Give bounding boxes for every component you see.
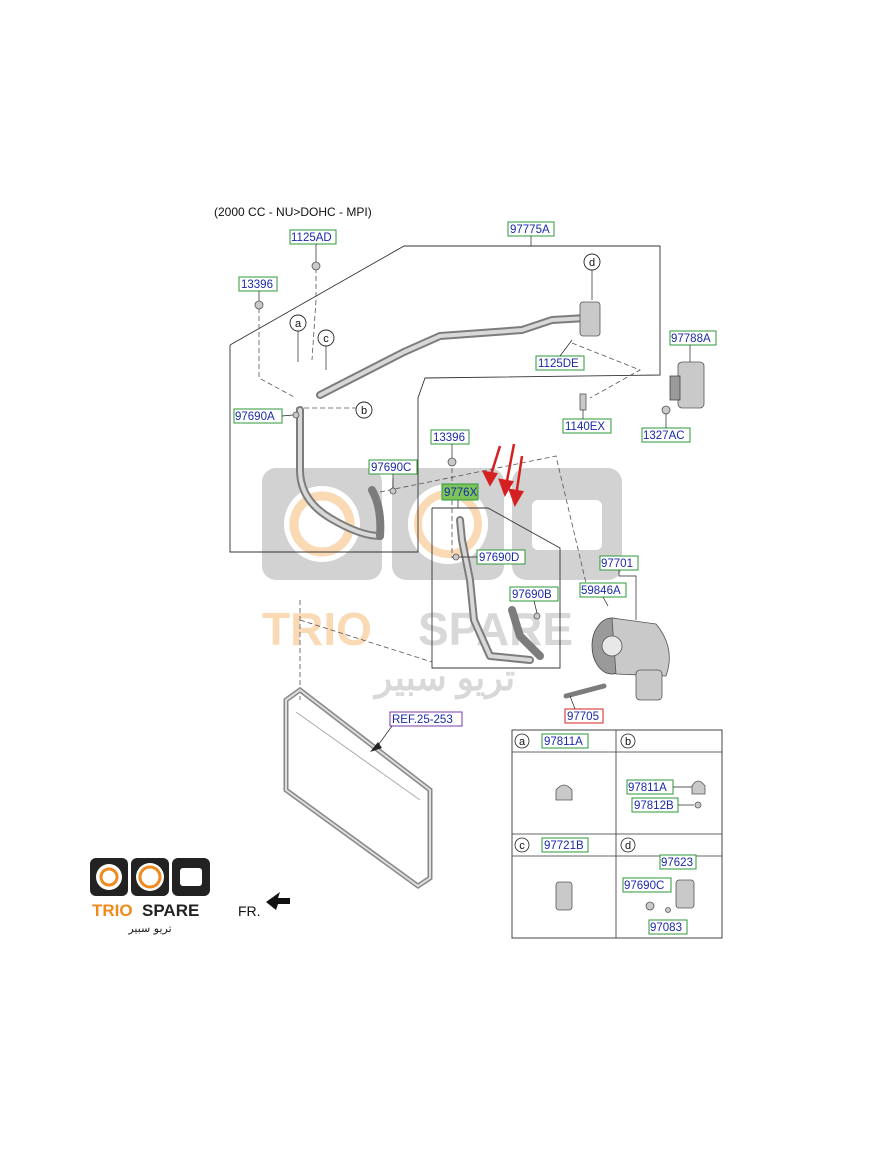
label-97690A[interactable]: 97690A xyxy=(233,408,294,424)
engine-spec-title: (2000 CC - NU>DOHC - MPI) xyxy=(214,205,372,219)
watermark-brand-2: SPARE xyxy=(418,603,573,655)
watermark-brand-1: TRIO xyxy=(262,603,372,655)
watermark-brand-arabic: تريو سبير xyxy=(372,657,515,700)
cap-97811A-icon xyxy=(555,784,573,801)
svg-text:97812B: 97812B xyxy=(634,800,674,812)
label-1125AD[interactable]: 1125AD xyxy=(289,229,337,262)
label-9776X[interactable]: 9776X xyxy=(441,483,479,508)
svg-text:97690B: 97690B xyxy=(512,589,552,601)
nut-13396-icon xyxy=(254,300,264,310)
oring-97083-icon xyxy=(665,907,671,913)
label-1140EX[interactable]: 1140EX xyxy=(562,410,612,434)
svg-text:a: a xyxy=(295,318,302,330)
detail-d: d 97623 97690C 97083 xyxy=(620,837,697,935)
oring-97690C-icon xyxy=(389,487,397,495)
svg-text:a: a xyxy=(519,736,526,748)
callout-a: a xyxy=(289,314,307,362)
bolt-1125AD-icon xyxy=(311,261,321,271)
highlight-arrows xyxy=(481,443,524,507)
svg-text:97701: 97701 xyxy=(601,558,633,570)
label-ref-25-253[interactable]: REF.25-253 xyxy=(370,711,463,752)
label-97690C[interactable]: 97690C xyxy=(368,459,418,488)
svg-text:97083: 97083 xyxy=(650,922,682,934)
label-1125DE[interactable]: 1125DE xyxy=(535,339,585,371)
svg-text:97811A: 97811A xyxy=(544,736,583,748)
svg-text:97690D: 97690D xyxy=(479,552,519,564)
hose-9776X xyxy=(456,516,544,664)
nut-13396-mid-icon xyxy=(447,457,457,467)
detail-table: a 97811A b 97811A 97812B c 97721B xyxy=(511,729,723,939)
receiver-dryer-97788A xyxy=(669,361,705,409)
detail-b: b 97811A 97812B xyxy=(620,733,706,813)
front-arrow-icon xyxy=(266,892,290,910)
svg-text:c: c xyxy=(519,840,525,852)
label-97705[interactable]: 97705 xyxy=(564,695,604,724)
compressor-97701 xyxy=(563,617,670,701)
front-indicator: FR. xyxy=(238,892,290,919)
svg-text:REF.25-253: REF.25-253 xyxy=(392,714,453,726)
label-13396-mid[interactable]: 13396 xyxy=(430,429,470,458)
svg-text:b: b xyxy=(625,736,631,748)
svg-text:b: b xyxy=(361,405,367,417)
valve-97623-icon xyxy=(675,879,695,909)
hose-assembly-97775A xyxy=(296,301,601,540)
callout-c: c xyxy=(317,329,335,370)
svg-text:1125DE: 1125DE xyxy=(538,358,579,370)
detail-c: c 97721B xyxy=(514,837,589,911)
oring-97690D-icon xyxy=(452,553,460,561)
svg-text:97623: 97623 xyxy=(661,857,693,869)
svg-text:13396: 13396 xyxy=(241,279,273,291)
svg-text:97775A: 97775A xyxy=(510,224,550,236)
assembly-frame-9776X xyxy=(431,507,561,669)
svg-text:97721B: 97721B xyxy=(544,840,584,852)
svg-text:59846A: 59846A xyxy=(581,585,621,597)
callout-b: b xyxy=(355,401,373,419)
label-97690D[interactable]: 97690D xyxy=(459,549,526,565)
label-13396-top[interactable]: 13396 xyxy=(238,276,278,301)
svg-text:1327AC: 1327AC xyxy=(643,430,685,442)
label-1327AC[interactable]: 1327AC xyxy=(641,414,691,443)
logo-brand-arabic: تريو سبير xyxy=(127,922,171,935)
svg-text:97811A: 97811A xyxy=(628,782,667,794)
condenser xyxy=(283,686,433,890)
dash-13396 xyxy=(258,308,297,399)
label-97701[interactable]: 97701 xyxy=(599,555,639,620)
svg-text:1140EX: 1140EX xyxy=(565,421,605,433)
label-97690B[interactable]: 97690B xyxy=(509,586,559,614)
svg-text:d: d xyxy=(589,257,595,269)
label-59846A[interactable]: 59846A xyxy=(579,582,627,607)
logo-brand-1: TRIO xyxy=(92,901,133,920)
svg-text:97690C: 97690C xyxy=(624,880,664,892)
oring-97690C-d-icon xyxy=(645,901,655,911)
dash-1125AD xyxy=(311,268,317,361)
valve-core-97812B-icon xyxy=(694,801,702,809)
svg-text:9776X: 9776X xyxy=(444,487,478,499)
label-97775A[interactable]: 97775A xyxy=(507,221,555,246)
front-label: FR. xyxy=(238,903,261,919)
svg-text:97690A: 97690A xyxy=(235,411,275,423)
logo-brand-2: SPARE xyxy=(142,901,199,920)
svg-text:97705: 97705 xyxy=(567,711,599,723)
nut-1327AC-icon xyxy=(661,405,671,415)
svg-text:97788A: 97788A xyxy=(671,333,711,345)
svg-text:1125AD: 1125AD xyxy=(291,232,332,244)
detail-a: a 97811A xyxy=(514,733,589,801)
bolt-1140EX-icon xyxy=(579,393,587,411)
cap-97811A-b-icon xyxy=(691,780,706,795)
dash-97690C xyxy=(379,455,591,601)
svg-text:c: c xyxy=(323,333,329,345)
dash-condenser-right xyxy=(299,619,433,663)
brand-logo: TRIO SPARE تريو سبير xyxy=(90,858,210,935)
oring-97690B-icon xyxy=(533,612,541,620)
svg-text:97690C: 97690C xyxy=(371,462,411,474)
svg-text:13396: 13396 xyxy=(433,432,465,444)
callout-d: d xyxy=(583,253,601,300)
svg-text:d: d xyxy=(625,840,631,852)
oring-97690A-icon xyxy=(292,411,300,419)
assembly-frame-97775A xyxy=(229,245,661,553)
label-97788A[interactable]: 97788A xyxy=(669,330,717,362)
pressure-sensor-97721B-icon xyxy=(555,881,573,911)
dash-1125DE xyxy=(571,342,641,399)
